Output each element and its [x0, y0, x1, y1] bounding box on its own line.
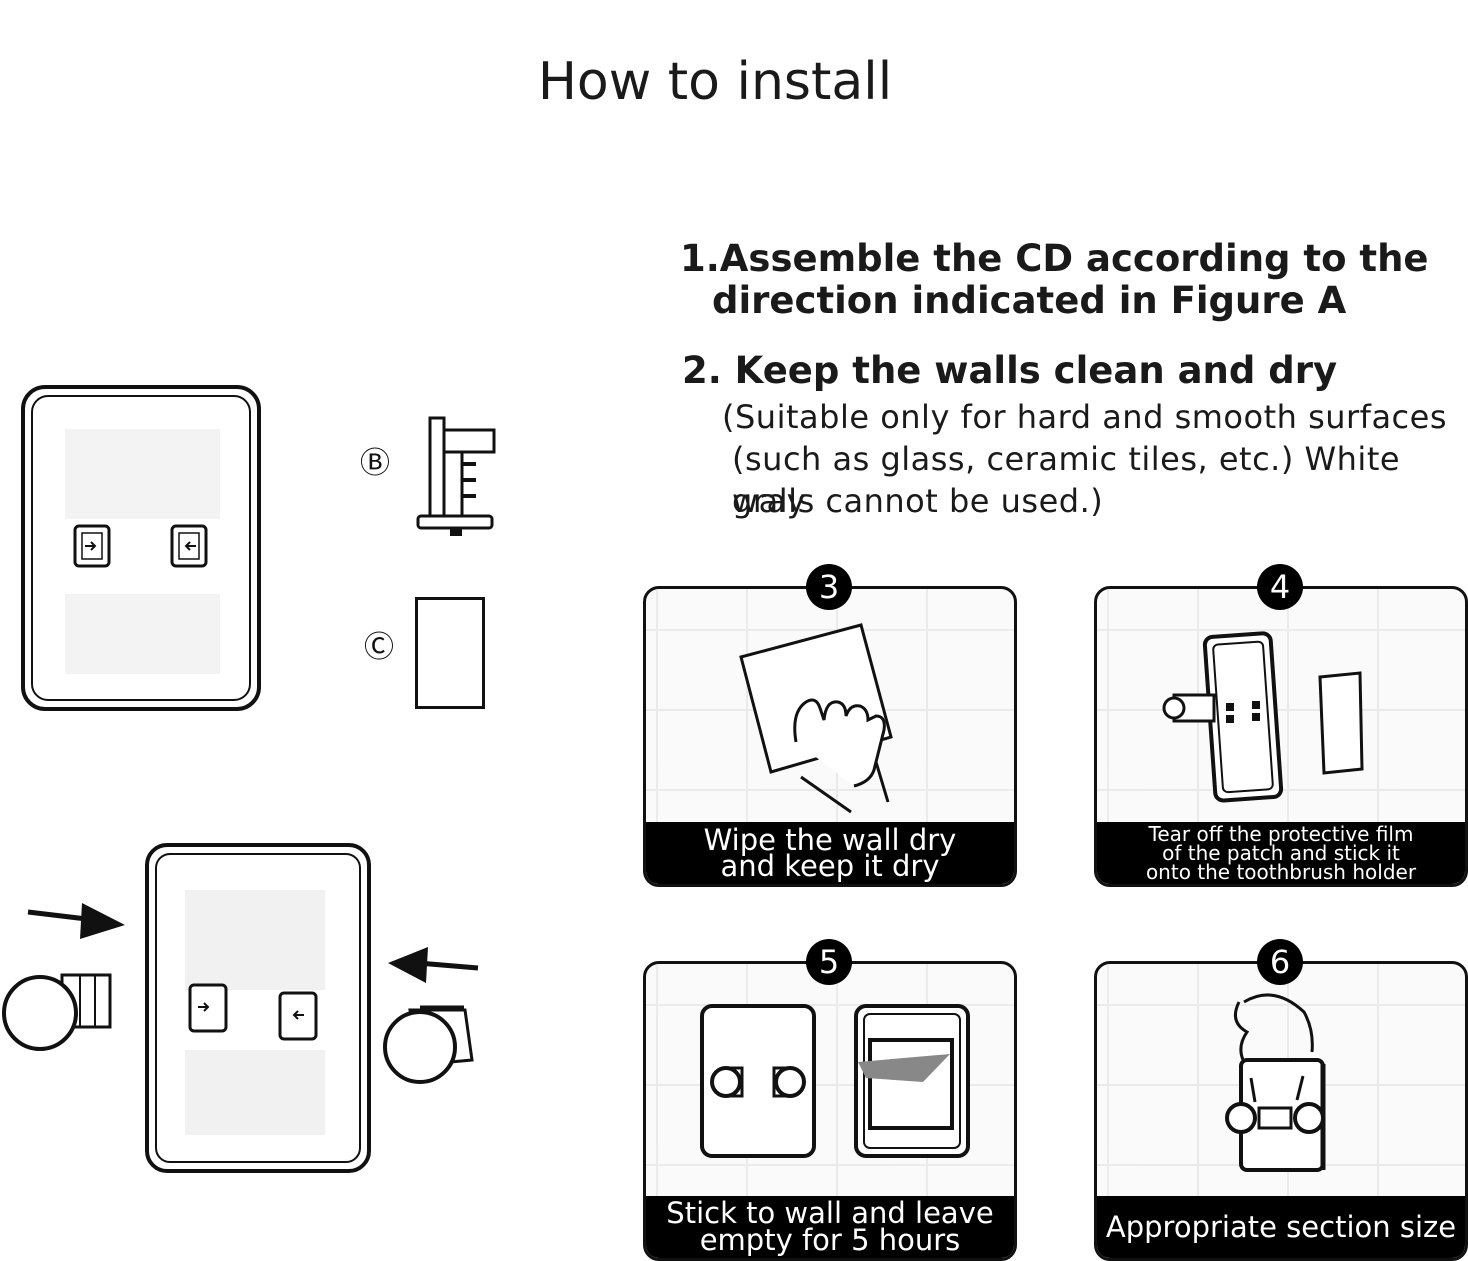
- step-2-note-1: (Suitable only for hard and smooth surfa…: [722, 396, 1447, 438]
- step-5-badge: 5: [806, 939, 852, 985]
- panel-step-4: Tear off the protective film of the patc…: [1094, 586, 1468, 887]
- step-2-heading: 2. Keep the walls clean and dry: [682, 350, 1337, 392]
- panel-6-caption: Appropriate section size: [1097, 1196, 1465, 1258]
- plate-clip-right: [280, 993, 316, 1039]
- step-2-note-3: walls cannot be used.): [732, 480, 1103, 522]
- arrow-left-icon: [388, 947, 478, 983]
- panel-3-caption-line-2: and keep it dry: [646, 853, 1014, 879]
- figure-c-label: Ⓒ: [356, 622, 402, 666]
- hand-wiping-icon: [731, 617, 911, 807]
- figure-b-label: Ⓑ: [352, 438, 398, 482]
- page-title: How to install: [0, 52, 1430, 112]
- panel-5-caption: Stick to wall and leave empty for 5 hour…: [646, 1196, 1014, 1258]
- holder-icon: [410, 414, 506, 538]
- step-1-line-1: 1.Assemble the CD according to the: [680, 238, 1429, 280]
- plate-clip-left: [190, 985, 226, 1031]
- installed-holder-icon: [1219, 982, 1339, 1182]
- step-4-badge: 4: [1257, 564, 1303, 610]
- arrow-right-icon: [28, 903, 125, 939]
- step-6-badge: 6: [1257, 939, 1303, 985]
- panel-5-caption-line-2: empty for 5 hours: [646, 1227, 1014, 1254]
- right-knob: [385, 1007, 472, 1082]
- step-3-badge: 3: [806, 564, 852, 610]
- step-1-line-2: direction indicated in Figure A: [712, 280, 1346, 322]
- panel-step-5: Stick to wall and leave empty for 5 hour…: [643, 961, 1017, 1261]
- arrow-left-icon: [172, 526, 206, 566]
- panel-3-caption: Wipe the wall dry and keep it dry: [646, 822, 1014, 884]
- arrow-right-icon: [75, 526, 109, 566]
- assembly-figure: [0, 835, 490, 1175]
- panel-4-caption-line-3: onto the toothbrush holder: [1097, 863, 1465, 882]
- holder-on-plate-icon: [1162, 629, 1382, 809]
- plates-on-wall-icon: [698, 1002, 978, 1172]
- panel-6-caption-line-1: Appropriate section size: [1097, 1196, 1465, 1258]
- panel-step-3: Wipe the wall dry and keep it dry: [643, 586, 1017, 887]
- panel-4-caption: Tear off the protective film of the patc…: [1097, 822, 1465, 884]
- left-knob: [4, 975, 110, 1049]
- patch-plate-figure: [20, 384, 262, 712]
- adhesive-patch-figure: [415, 597, 485, 709]
- panel-step-6: Appropriate section size: [1094, 961, 1468, 1261]
